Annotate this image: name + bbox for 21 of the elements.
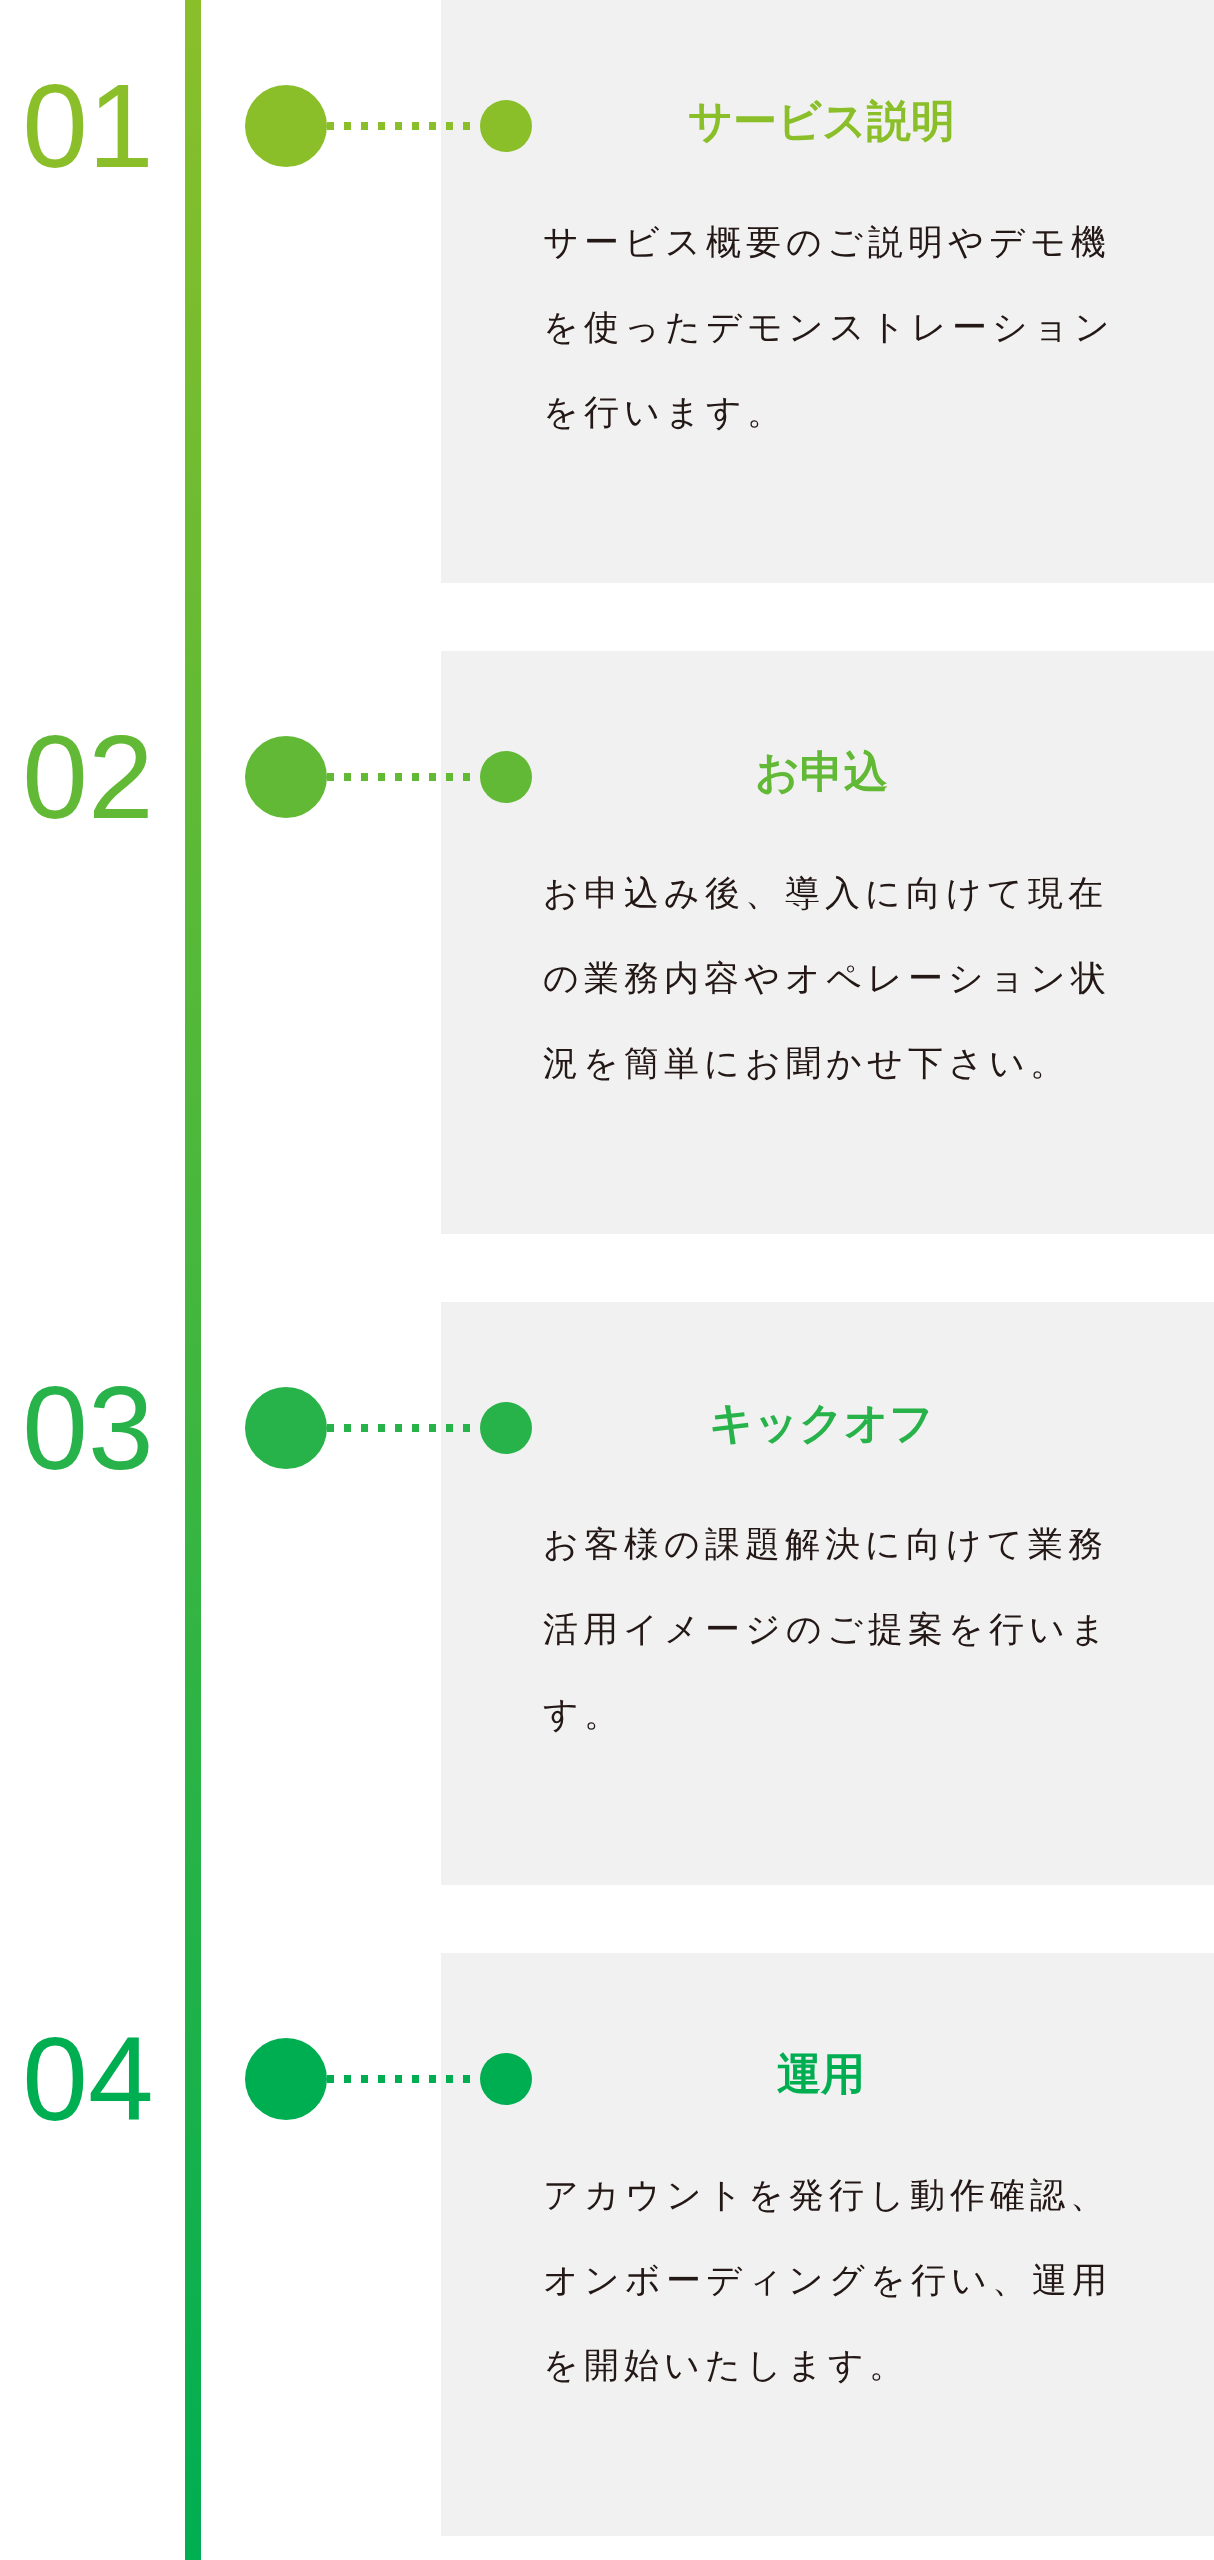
connector-dot <box>480 2053 532 2105</box>
step-card <box>441 1953 1214 2536</box>
step-number: 02 <box>21 710 155 845</box>
step-description: お申込み後、導入に向けて現在の業務内容やオペレーション状況を簡単にお聞かせ下さい。 <box>543 872 1112 1085</box>
step-heading: キックオフ <box>707 1396 935 1450</box>
step-number: 01 <box>21 59 155 194</box>
connector-dot <box>480 1402 532 1454</box>
step-card <box>441 0 1214 583</box>
step-card <box>441 1302 1214 1885</box>
step-number: 03 <box>21 1361 155 1496</box>
step-heading: 運用 <box>776 2047 866 2101</box>
step-card <box>441 651 1214 1234</box>
connector-dot <box>480 100 532 152</box>
step-description: お客様の課題解決に向けて業務活用イメージのご提案を行います。 <box>543 1523 1112 1736</box>
step-heading: お申込 <box>753 745 889 799</box>
timeline-bar <box>185 0 201 2560</box>
step-description: サービス概要のご説明やデモ機を使ったデモンストレーションを行います。 <box>543 221 1116 434</box>
step-number: 04 <box>21 2012 155 2147</box>
connector-dot <box>480 751 532 803</box>
step-description: アカウントを発行し動作確認、オンボーディングを行い、運用を開始いたします。 <box>543 2174 1113 2387</box>
step-heading: サービス説明 <box>686 94 956 148</box>
